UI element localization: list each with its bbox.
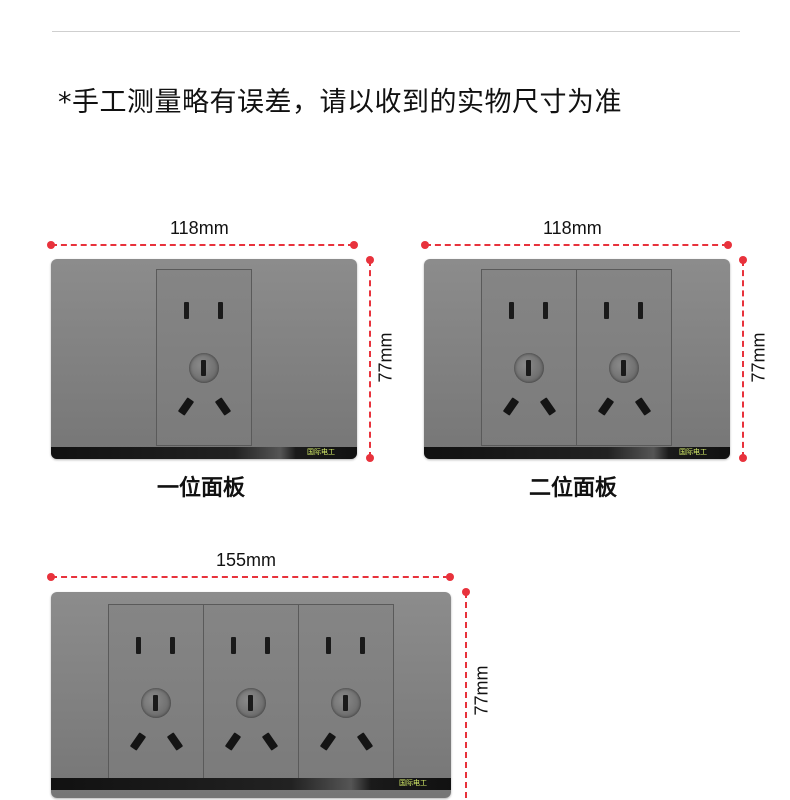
socket-icon	[184, 302, 189, 319]
pin	[214, 397, 232, 416]
height-dimension-line	[369, 260, 371, 458]
socket-module	[156, 269, 252, 446]
pin	[356, 732, 374, 751]
panel-strip	[424, 447, 730, 459]
pin	[539, 397, 557, 416]
width-dimension-line	[51, 244, 354, 246]
socket-icon	[326, 637, 331, 654]
pin	[638, 302, 643, 319]
pin	[319, 732, 337, 751]
earth-hole	[331, 688, 361, 718]
panel-strip	[51, 778, 451, 790]
pin	[129, 732, 147, 751]
dim-dot	[724, 241, 732, 249]
socket-icon	[604, 302, 609, 319]
socket-panel-two: 国际电工	[424, 259, 730, 459]
pin	[265, 637, 270, 654]
height-label: 77mm	[471, 665, 492, 716]
socket-icon	[231, 637, 236, 654]
earth-hole	[236, 688, 266, 718]
brand-label: 国际电工	[679, 448, 707, 456]
socket-module	[576, 269, 672, 446]
dim-dot	[350, 241, 358, 249]
panel-caption: 一位面板	[157, 476, 246, 501]
pin	[502, 397, 520, 416]
width-dimension-line	[425, 244, 728, 246]
dim-dot	[739, 454, 747, 462]
panel-strip	[51, 447, 357, 459]
panel-caption: 二位面板	[529, 476, 618, 501]
pin	[360, 637, 365, 654]
height-dimension-line	[465, 592, 467, 798]
socket-panel-one: 国际电工	[51, 259, 357, 459]
earth-hole	[609, 353, 639, 383]
width-label: 118mm	[170, 218, 229, 238]
dim-dot	[446, 573, 454, 581]
socket-module	[298, 604, 394, 781]
height-label: 77mm	[748, 332, 769, 383]
pin	[170, 637, 175, 654]
pin	[177, 397, 195, 416]
pin	[543, 302, 548, 319]
earth-hole	[189, 353, 219, 383]
socket-module	[481, 269, 577, 446]
earth-hole	[514, 353, 544, 383]
pin	[224, 732, 242, 751]
socket-icon	[509, 302, 514, 319]
measurement-note: *手工测量略有误差，请以收到的实物尺寸为准	[58, 87, 622, 118]
height-label: 77mm	[375, 332, 396, 383]
divider-line	[52, 31, 740, 32]
brand-label: 国际电工	[399, 779, 427, 787]
socket-icon	[136, 637, 141, 654]
width-label: 118mm	[543, 218, 602, 238]
earth-hole	[141, 688, 171, 718]
socket-panel-three: 国际电工	[51, 592, 451, 798]
pin	[166, 732, 184, 751]
width-label: 155mm	[216, 550, 277, 570]
height-dimension-line	[742, 260, 744, 458]
pin	[597, 397, 615, 416]
pin	[261, 732, 279, 751]
dim-dot	[366, 454, 374, 462]
pin	[634, 397, 652, 416]
width-dimension-line	[51, 576, 449, 578]
brand-label: 国际电工	[307, 448, 335, 456]
socket-module	[108, 604, 204, 781]
socket-module	[203, 604, 299, 781]
pin	[218, 302, 223, 319]
